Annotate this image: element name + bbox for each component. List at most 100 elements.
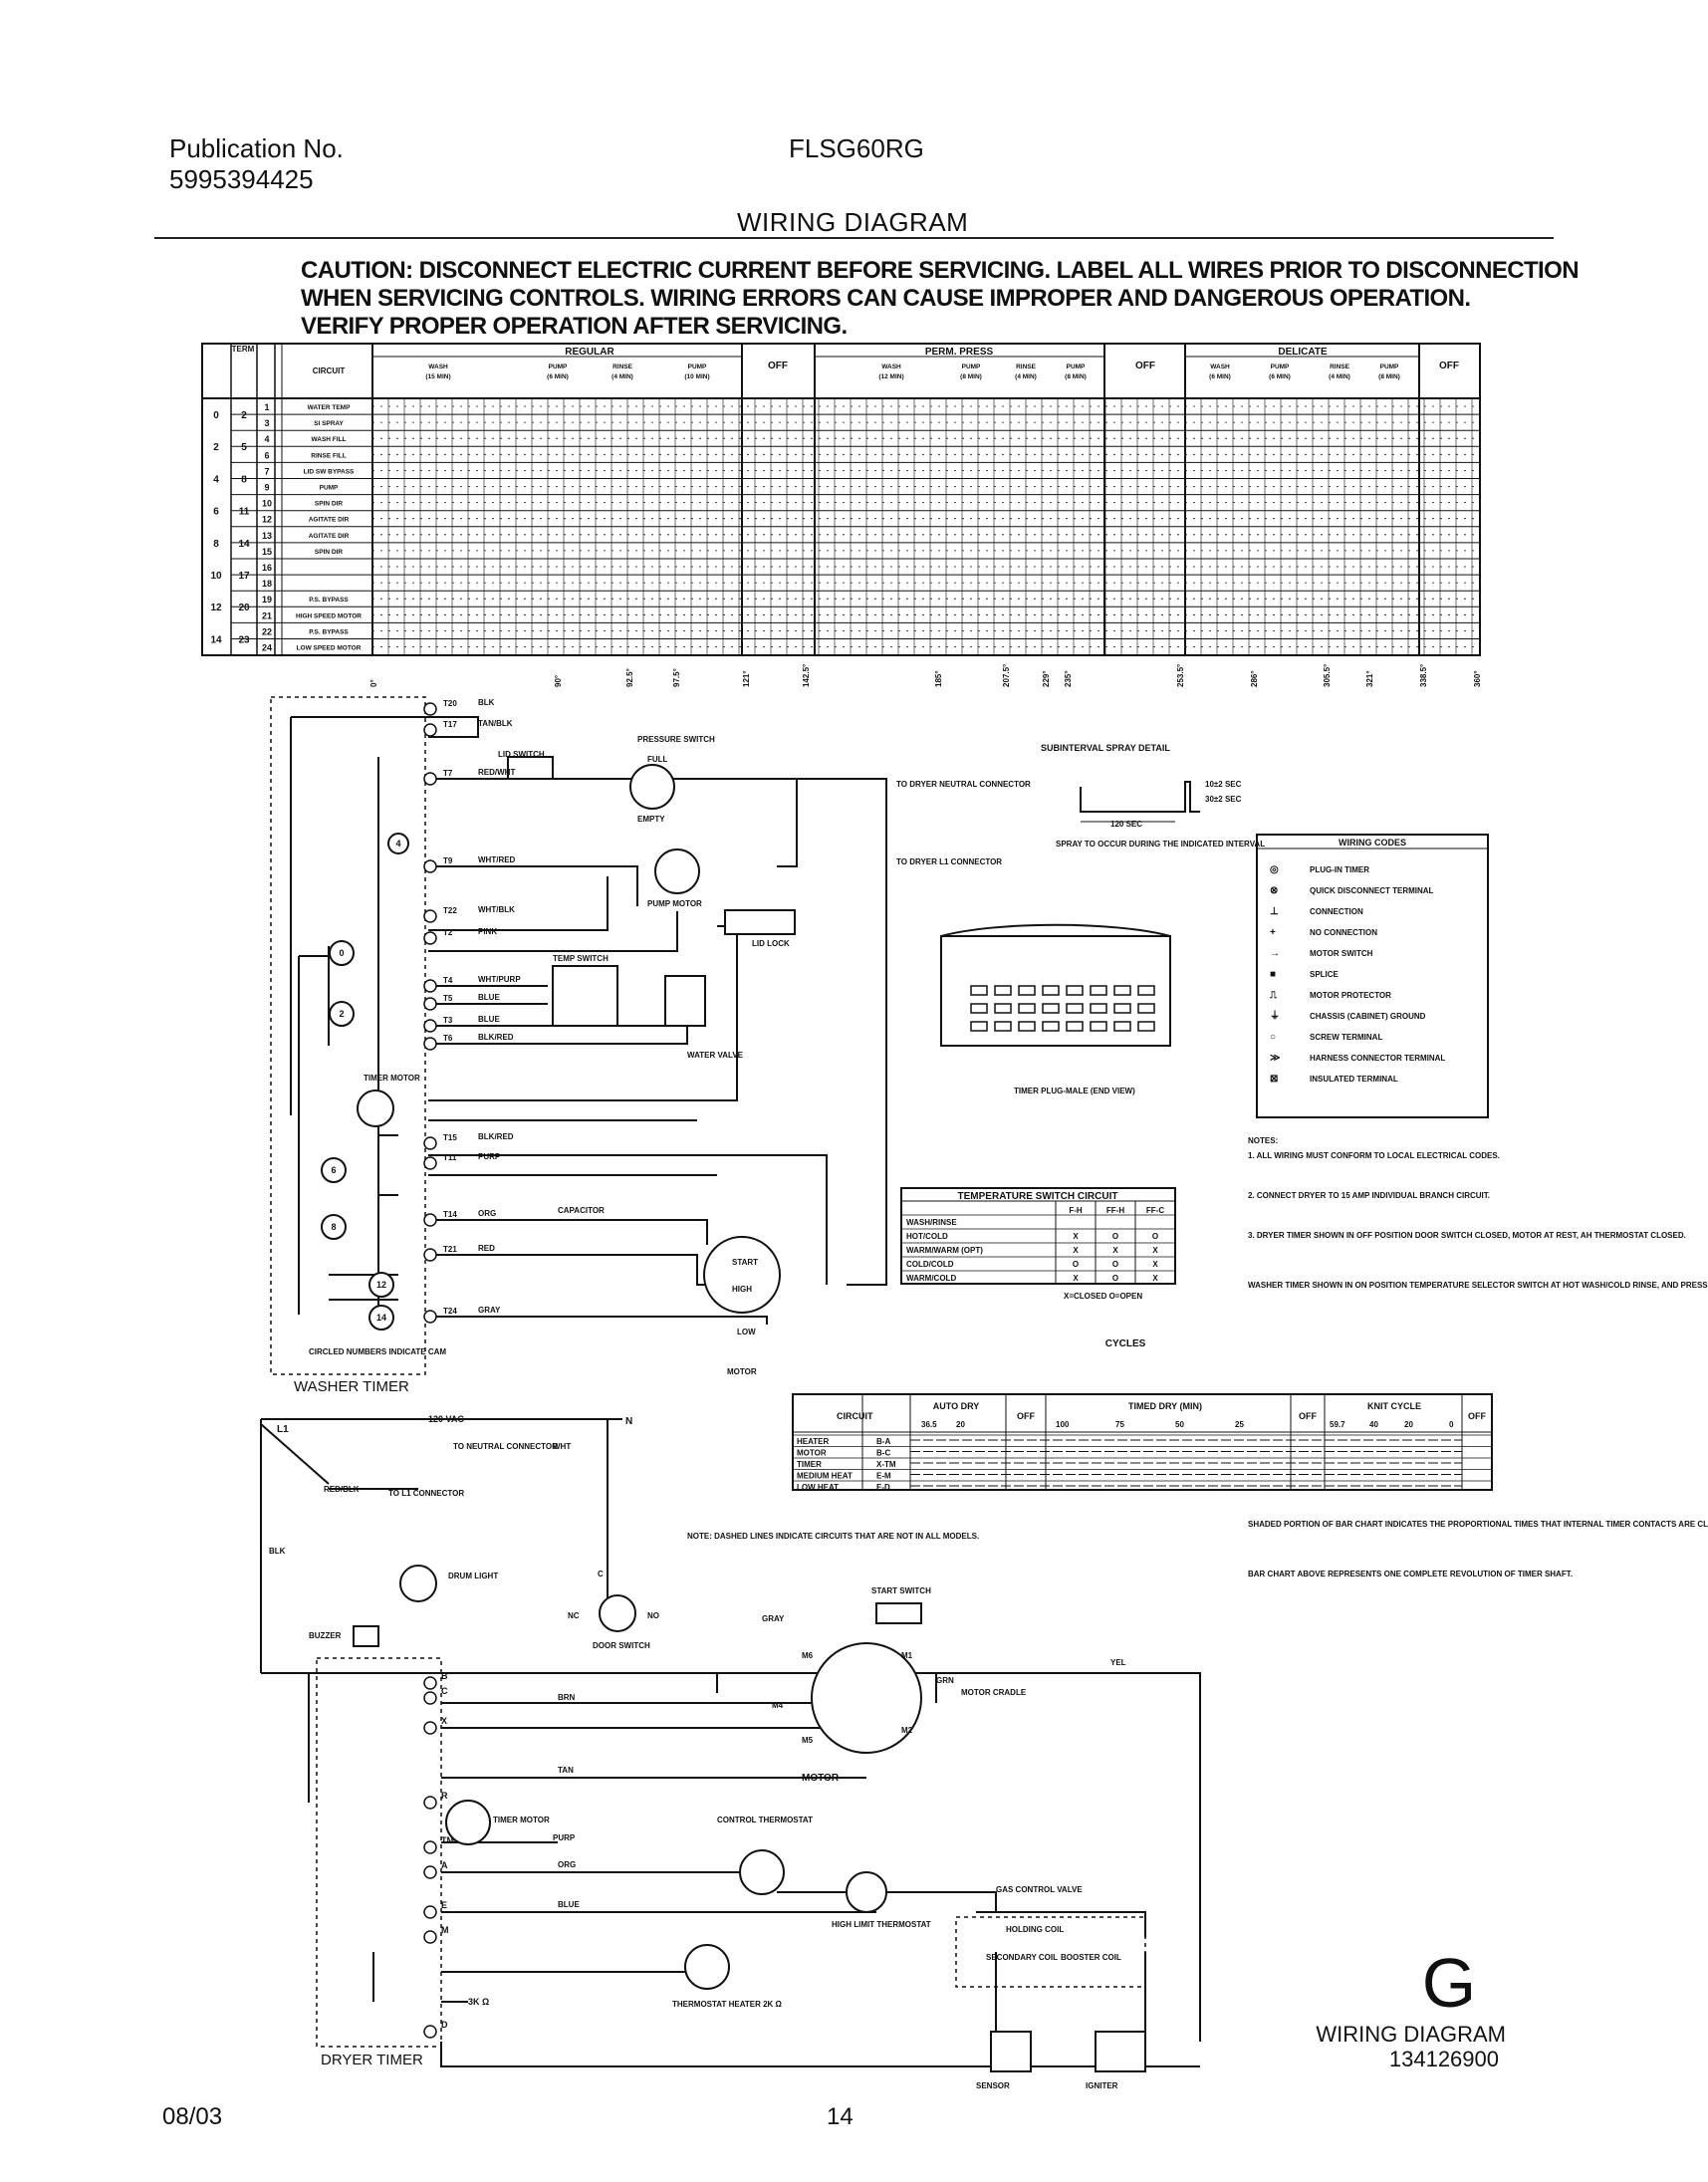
terminal-icon [423, 997, 437, 1011]
terminal-icon [423, 1310, 437, 1324]
motor-cradle-label: MOTOR CRADLE [961, 1688, 1027, 1697]
terminal-icon [423, 723, 437, 737]
sub-header: WASH [428, 364, 448, 370]
plug-pin [1042, 1021, 1060, 1032]
cycle-contacts: E-D [876, 1483, 890, 1492]
temp-cell: O [1112, 1274, 1118, 1283]
temp-cell: O [1112, 1232, 1118, 1241]
empty-label: EMPTY [637, 815, 665, 824]
publication-number: 5995394425 [169, 164, 314, 194]
contact-number: 7 [264, 466, 269, 476]
nc-label: NC [568, 1611, 580, 1620]
cycle-contacts: B-C [876, 1449, 890, 1458]
degree-tick: 142.5° [802, 664, 811, 687]
cam-number: 6 [331, 1165, 336, 1175]
dryer-timer-label: DRYER TIMER [321, 2052, 423, 2068]
publication-label: Publication No. [169, 133, 344, 163]
c-label: C [598, 1570, 604, 1578]
off-header: OFF [1299, 1411, 1317, 1421]
wire-color-label: RED [478, 1244, 495, 1253]
to-l1-label: TO L1 CONNECTOR [388, 1489, 464, 1498]
code-symbol-icon: ⊗ [1270, 885, 1278, 896]
terminal-icon [423, 1019, 437, 1033]
terminal-label: T24 [443, 1307, 457, 1316]
lid-switch-label: LID SWITCH [498, 750, 545, 759]
degree-tick: 0° [369, 679, 378, 687]
motor-terminal-label: M4 [772, 1701, 784, 1710]
plug-pin [970, 985, 988, 996]
contact-number: 16 [262, 563, 272, 573]
term-number: 4 [213, 474, 219, 485]
low-label: LOW [737, 1328, 756, 1336]
capacitor-label: CAPACITOR [558, 1206, 605, 1215]
plug-pin [1042, 985, 1060, 996]
temp-cell: X [1112, 1246, 1118, 1255]
code-label: PLUG-IN TIMER [1310, 865, 1369, 874]
code-symbol-icon: → [1270, 948, 1280, 959]
wiring-codes-legend: WIRING CODES ◎PLUG-IN TIMER⊗QUICK DISCON… [1256, 834, 1489, 1118]
circuit-label: AGITATE DIR [309, 517, 350, 524]
dryer-terminal-icon [423, 1721, 437, 1735]
wire-color-label: BLK/RED [478, 1132, 514, 1141]
terminal-icon [423, 1037, 437, 1051]
cycles-title: CYCLES [1105, 1338, 1146, 1349]
dryer-labels: 120 VAC L1 N TO NEUTRAL CONNECTOR WHT RE… [269, 1414, 1126, 2090]
sub-header-time: (8 MIN) [1065, 373, 1087, 380]
degree-tick: 185° [934, 670, 943, 687]
term-number: 14 [238, 539, 250, 550]
temp-cell: WASH/RINSE [906, 1218, 957, 1227]
spray-note: SPRAY TO OCCUR DURING THE INDICATED INTE… [1056, 840, 1265, 849]
high-label: HIGH [732, 1285, 752, 1294]
lid-switch-icon [507, 756, 554, 780]
cycle-circuit: MOTOR [797, 1449, 827, 1458]
temp-table-title: TEMPERATURE SWITCH CIRCUIT [958, 1191, 1118, 1202]
sub-header-time: (6 MIN) [1209, 373, 1231, 380]
temp-cell: O [1073, 1260, 1079, 1269]
sub-header: PUMP [1067, 364, 1086, 370]
code-label: HARNESS CONNECTOR TERMINAL [1310, 1054, 1445, 1063]
plug-pin [1113, 985, 1131, 996]
motor-terminal-label: M2 [901, 1726, 913, 1735]
circuit-label: WASH FILL [311, 436, 346, 443]
plug-pin [1113, 1021, 1131, 1032]
cam-number: 12 [376, 1280, 386, 1290]
wire-color-label: TAN/BLK [478, 719, 513, 728]
vac-label: 120 VAC [428, 1414, 464, 1424]
dryer-terminal-icon [423, 1691, 437, 1705]
temp-cell: X [1073, 1274, 1079, 1283]
contact-number: 10 [262, 499, 272, 509]
plug-pin [994, 1021, 1012, 1032]
off-header: OFF [1135, 361, 1155, 371]
wire-color-label: PINK [478, 927, 497, 936]
sub-header-time: (8 MIN) [960, 373, 982, 380]
code-label: MOTOR SWITCH [1310, 949, 1373, 958]
code-label: CONNECTION [1310, 907, 1363, 916]
gas-valve-label: GAS CONTROL VALVE [996, 1885, 1083, 1894]
dryer-terminal-label: TM [441, 1835, 454, 1845]
terminal-label: T15 [443, 1133, 457, 1142]
water-valve-icon [664, 975, 706, 1027]
contact-number: 15 [262, 547, 272, 557]
terminal-icon [423, 1248, 437, 1262]
contact-number: 13 [262, 531, 272, 541]
red-blk-label: RED/BLK [324, 1485, 360, 1494]
circuit-label: WATER TEMP [308, 404, 352, 411]
terminal-label: T9 [443, 856, 453, 865]
code-symbol-icon: ⊠ [1270, 1074, 1278, 1085]
temp-col-header: FF-C [1146, 1206, 1164, 1215]
term-number: 20 [238, 603, 250, 613]
caution-line: CAUTION: DISCONNECT ELECTRIC CURRENT BEF… [301, 257, 1580, 284]
plug-label: TIMER PLUG-MALE (END VIEW) [1014, 1087, 1135, 1095]
terminal-label: T5 [443, 994, 453, 1003]
code-label: MOTOR PROTECTOR [1310, 991, 1391, 1000]
sec-30: 30±2 SEC [1205, 795, 1242, 804]
sub-header-time: (4 MIN) [1329, 373, 1350, 380]
diagram-number: 134126900 [1389, 2047, 1499, 2071]
term-number: 8 [241, 474, 247, 485]
sub-header: PUMP [962, 364, 981, 370]
cam-number: 0 [339, 948, 344, 958]
caution-line: WHEN SERVICING CONTROLS. WIRING ERRORS C… [301, 285, 1471, 312]
terminal-icon [423, 702, 437, 716]
plug-pin [1137, 1021, 1155, 1032]
dryer-motor-icon [811, 1642, 922, 1754]
